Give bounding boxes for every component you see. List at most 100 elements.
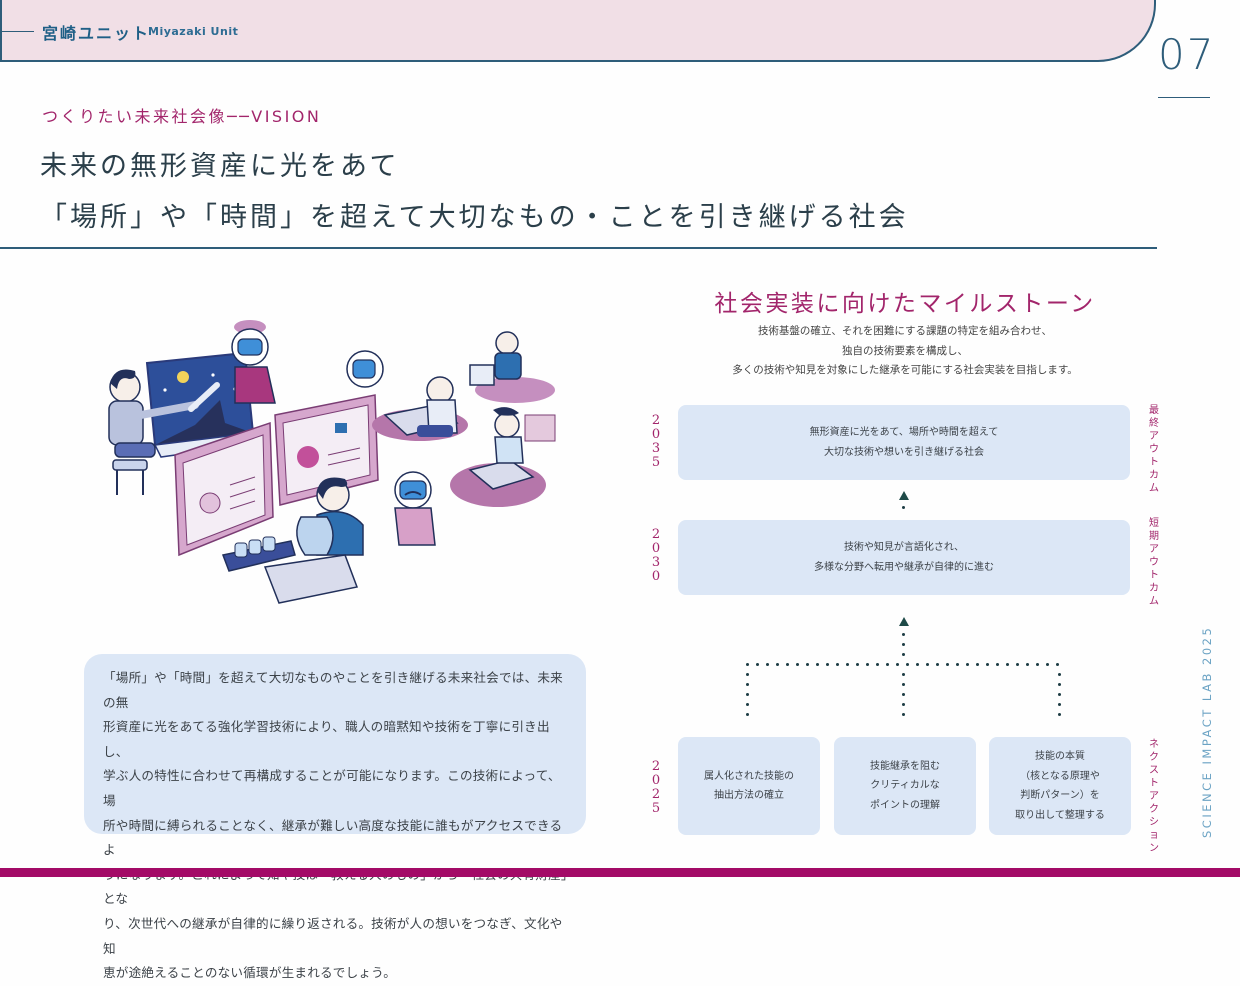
side-label: SCIENCE IMPACT LAB 2025: [1200, 625, 1214, 838]
connector-dot: [1036, 663, 1039, 666]
connector-dot: [946, 663, 949, 666]
vertical-text: ネクストアクション: [1149, 739, 1159, 854]
connector-dot: [936, 663, 939, 666]
headline-line-1: 未来の無形資産に光をあて: [40, 151, 400, 182]
milestone-card-short-term-outcome: 技術や知見が言語化され、 多様な分野へ転用や継承が自律的に進む: [678, 520, 1130, 595]
skill-cards-left: [174, 421, 274, 557]
connector-dot: [786, 663, 789, 666]
connector-dot: [876, 663, 879, 666]
connector-dot: [902, 683, 905, 686]
connector-dot: [866, 663, 869, 666]
next-action-card: 技能の本質 （核となる原理や 判断パターン）を 取り出して整理する: [989, 737, 1131, 835]
robot-artist: [231, 320, 276, 404]
arrow-up-icon: [899, 617, 909, 626]
card-line: 無形資産に光をあて、場所や時間を超えて: [809, 427, 999, 438]
connector-dot: [746, 713, 749, 716]
connector-dot: [926, 663, 929, 666]
headline-line-2: 「場所」や「時間」を超えて大切なもの・ことを引き継げる社会: [40, 202, 909, 233]
connector-dot: [1006, 663, 1009, 666]
pottery-stations: [372, 331, 556, 507]
connector-dot: [1026, 663, 1029, 666]
connector-dot: [902, 653, 905, 656]
card-line: 技能の本質: [1034, 751, 1085, 762]
connector-dot: [902, 633, 905, 636]
card-line: 属人化された技能の: [704, 770, 794, 782]
potter-woman: [221, 477, 364, 604]
vision-description: 「場所」や「時間」を超えて大切なものやことを引き継げる未来社会では、未来の無 形…: [103, 666, 572, 986]
robot-observer: [346, 350, 384, 388]
vertical-text: 最終アウトカム: [1149, 405, 1159, 494]
connector-dot: [902, 673, 905, 676]
connector-dot: [902, 703, 905, 706]
connector-dot: [746, 683, 749, 686]
page-number: 07: [1158, 30, 1216, 79]
body-line: 所や時間に縛られることなく、継承が難しい高度な技能に誰もがアクセスできるよ: [103, 817, 563, 858]
card-line: 技術や知見が言語化され、: [843, 542, 965, 553]
connector-dot: [902, 506, 905, 509]
milestones-description-line: 独自の技術要素を構成し、: [842, 344, 968, 357]
unit-name-en: Miyazaki Unit: [148, 25, 239, 38]
vision-description-box: 「場所」や「時間」を超えて大切なものやことを引き継げる未来社会では、未来の無 形…: [84, 654, 586, 980]
milestones-description-line: 多くの技術や知見を対象にした継承を可能にする社会実装を目指します。: [732, 364, 1078, 376]
category-short-term-outcome: 短期アウトカム: [1146, 517, 1162, 608]
connector-dot: [1046, 663, 1049, 666]
card-line: （核となる原理や: [1020, 770, 1100, 782]
connector-dot: [996, 663, 999, 666]
unit-name-jp: 宮崎ユニット: [42, 24, 151, 43]
next-action-card: 属人化された技能の 抽出方法の確立: [678, 737, 820, 835]
page-number-rule: [1158, 97, 1210, 98]
title-divider: [0, 247, 1157, 249]
milestones-title: 社会実装に向けたマイルストーン: [714, 291, 1096, 317]
connector-dot: [916, 663, 919, 666]
connector-dot: [1016, 663, 1019, 666]
connector-dot: [1058, 713, 1061, 716]
connector-dot: [746, 673, 749, 676]
connector-dot: [856, 663, 859, 666]
painter-figure: [108, 369, 220, 495]
skill-cards-right: [274, 394, 379, 506]
connector-dot: [756, 663, 759, 666]
connector-dot: [806, 663, 809, 666]
connector-dot: [956, 663, 959, 666]
body-line: 恵が途絶えることのない循環が生まれるでしょう。: [103, 965, 396, 981]
card-line: 抽出方法の確立: [714, 790, 784, 801]
card-line: 判断パターン）を: [1020, 790, 1100, 801]
connector-dot: [976, 663, 979, 666]
connector-dot: [746, 663, 749, 666]
connector-dot: [796, 663, 799, 666]
card-line: 取り出して整理する: [1015, 809, 1105, 821]
arrow-up-icon: [899, 491, 909, 500]
body-line: り、次世代への継承が自律的に繰り返される。技術が人の想いをつなぎ、文化や知: [103, 915, 563, 956]
connector-dot: [1058, 683, 1061, 686]
connector-dot: [766, 663, 769, 666]
robot-mustache: [394, 471, 436, 546]
connector-dot: [1058, 673, 1061, 676]
header-band: [0, 0, 1156, 62]
milestones-description: 技術基盤の確立、それを困難にする課題の特定を組み合わせ、 独自の技術要素を構成し…: [680, 322, 1130, 381]
category-next-action: ネクストアクション: [1146, 738, 1162, 855]
connector-dot: [746, 693, 749, 696]
body-line: 学ぶ人の特性に合わせて再構成することが可能になります。この技術によって、場: [103, 768, 561, 808]
people-robots-crafts-illustration: [108, 320, 556, 604]
connector-dot: [886, 663, 889, 666]
connector-dot: [906, 663, 909, 666]
vision-label: つくりたい未来社会像──VISION: [42, 107, 322, 126]
connector-dot: [746, 703, 749, 706]
connector-dot: [902, 713, 905, 716]
category-final-outcome: 最終アウトカム: [1146, 404, 1162, 495]
connector-dot: [1058, 693, 1061, 696]
connector-dot: [826, 663, 829, 666]
connector-dot: [902, 643, 905, 646]
body-line: 形資産に光をあてる強化学習技術により、職人の暗黙知や技術を丁寧に引き出し、: [103, 719, 550, 759]
milestones-description-line: 技術基盤の確立、それを困難にする課題の特定を組み合わせ、: [757, 325, 1053, 337]
connector-dot: [776, 663, 779, 666]
connector-dot: [1056, 663, 1059, 666]
body-line: 「場所」や「時間」を超えて大切なものやことを引き継げる未来社会では、未来の無: [103, 670, 563, 710]
vertical-text: 短期アウトカム: [1149, 518, 1159, 607]
connector-dot: [816, 663, 819, 666]
card-line: 技能継承を阻む: [870, 760, 940, 772]
